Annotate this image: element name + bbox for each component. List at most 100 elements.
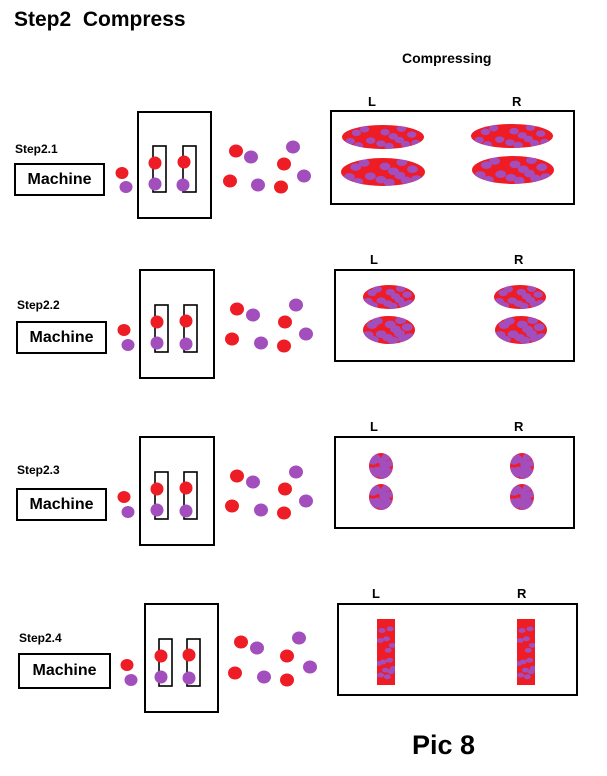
- compressed-blob-1-4-speckle: [474, 171, 486, 179]
- compressed-blob-2-1-speckle: [402, 291, 412, 298]
- compressed-blob-1-2-speckle: [375, 175, 387, 184]
- compressed-blob-4-1-speckle: [386, 657, 394, 663]
- compressed-blob-1-3-speckle: [505, 139, 515, 146]
- compressed-blob-1-4-speckle: [505, 173, 517, 182]
- compressed-blob-1-3-speckle: [525, 124, 536, 131]
- machine-box-4: Machine: [18, 653, 111, 689]
- compressed-blob-3-1: [369, 453, 393, 479]
- compressed-blob-4-2-speckle: [518, 628, 526, 633]
- compressed-blob-3-3-speckle: [519, 472, 529, 479]
- output-particle-4: [250, 641, 264, 655]
- output-particle-4: [292, 631, 306, 645]
- compress-right-label-1: R: [512, 94, 522, 109]
- clamped-particle-2: [179, 314, 193, 328]
- compressed-blob-2-2-speckle: [387, 336, 399, 344]
- compressed-blob-1-1-speckle: [384, 142, 394, 149]
- compressed-blob-1-2-speckles: [343, 158, 423, 186]
- compressed-blob-2-4-speckle: [519, 336, 531, 344]
- output-particle-1: [251, 178, 265, 192]
- compressed-blob-1-4-speckle: [517, 165, 529, 174]
- compressed-blob-2-4-speckle: [522, 325, 533, 334]
- compressed-blob-4-1-speckle: [377, 672, 385, 678]
- compressed-blob-4-2-speckles: [517, 626, 535, 680]
- output-particle-4: [257, 670, 271, 684]
- compressed-blob-4-1-speckle: [386, 626, 394, 632]
- compressed-blob-1-1-speckle: [407, 131, 417, 138]
- compressed-blob-1-3-speckle: [517, 132, 527, 139]
- output-particle-4: [303, 660, 317, 674]
- compressed-blob-1-1-speckle: [345, 137, 355, 145]
- compressed-blob-1-2-speckle: [383, 178, 395, 186]
- compressed-blob-2-3: [494, 285, 546, 309]
- compressed-blob-1-4-speckle: [480, 161, 492, 169]
- compressed-blob-4-2-speckle: [522, 636, 530, 642]
- step-label-1: Step2.1: [15, 142, 58, 156]
- compressed-blob-2-2: [363, 316, 415, 344]
- output-particle-3: [230, 469, 244, 483]
- compressed-blob-1-4-speckle: [495, 170, 507, 179]
- clamped-particle-3: [179, 481, 193, 495]
- output-particle-4: [228, 666, 242, 680]
- compressed-blob-4-2-speckle: [528, 642, 535, 648]
- output-particle-1: [244, 150, 258, 164]
- output-particle-3: [254, 503, 268, 517]
- compressed-blob-1-3-speckle: [523, 135, 534, 143]
- page-title: Step2 Compress: [14, 8, 186, 31]
- compressed-blob-1-4-speckle: [509, 160, 521, 169]
- compressed-blob-2-3-speckle: [521, 293, 532, 300]
- output-particle-1: [223, 174, 237, 188]
- compress-box-2: [334, 269, 575, 362]
- compressed-blob-2-3-speckle: [503, 285, 513, 293]
- clamped-particle-1: [148, 156, 162, 170]
- compressed-blob-4-2-speckle: [526, 626, 534, 632]
- output-particle-2: [230, 302, 244, 316]
- output-particle-1: [286, 140, 300, 154]
- compressed-blob-1-2-speckle: [343, 173, 355, 181]
- input-particle-4: [124, 674, 138, 686]
- output-particle-2: [277, 339, 291, 353]
- compressed-blob-4-1-speckle: [382, 636, 390, 642]
- compressed-blob-1-3-speckle: [529, 139, 540, 147]
- step-label-3: Step2.3: [17, 463, 60, 477]
- compressed-blob-2-3-speckle: [527, 285, 537, 292]
- input-particle-3: [121, 506, 135, 518]
- compressed-blob-1-2-speckle: [388, 167, 399, 176]
- clamped-particle-2: [150, 336, 164, 350]
- compress-box-4: [337, 603, 578, 696]
- compressed-blob-1-2-speckle: [364, 172, 376, 181]
- input-particle-2: [121, 339, 135, 351]
- compressed-blob-2-1-speckle: [390, 293, 401, 300]
- output-particle-1: [277, 157, 291, 171]
- compressed-blob-2-1-speckle: [388, 302, 398, 309]
- compressed-blob-1-2-speckle: [358, 159, 370, 167]
- compressed-blob-2-4-speckles: [495, 316, 547, 344]
- figure-label: Pic 8: [412, 730, 476, 760]
- compress-left-label-2: L: [370, 252, 378, 267]
- output-particle-3: [277, 506, 291, 520]
- compressed-blob-4-2-speckle: [522, 667, 530, 673]
- compressed-blob-2-2-speckle: [371, 317, 383, 325]
- machine-box-2: Machine: [16, 321, 107, 354]
- output-particle-4: [234, 635, 248, 649]
- compressed-blob-3-4-speckle: [519, 503, 529, 510]
- clamped-particle-1: [177, 155, 191, 169]
- compressed-blob-1-4: [472, 156, 554, 184]
- compressed-blob-2-2-speckles: [363, 316, 415, 344]
- compressed-blob-1-1-speckle: [376, 140, 386, 147]
- compressed-blob-4-2-speckle: [529, 666, 535, 671]
- compressed-blob-3-4-speckle: [520, 493, 530, 500]
- input-particle-1: [115, 167, 129, 179]
- compressed-blob-1-1-speckle: [380, 128, 390, 136]
- output-particle-3: [246, 475, 260, 489]
- clamped-particle-3: [150, 482, 164, 496]
- compressed-blob-2-2-speckle: [401, 323, 413, 332]
- compressed-blob-1-2-speckle: [350, 163, 362, 171]
- compressed-blob-1-3-speckle: [513, 141, 523, 148]
- input-particle-2: [117, 324, 131, 336]
- compressed-blob-2-4: [495, 316, 547, 344]
- compressed-blob-4-2-speckle: [517, 661, 523, 666]
- compressed-blob-1-1-speckle: [351, 129, 362, 137]
- compressed-blob-1-2-speckle: [400, 176, 412, 185]
- compressed-blob-4-1-speckle: [389, 666, 395, 671]
